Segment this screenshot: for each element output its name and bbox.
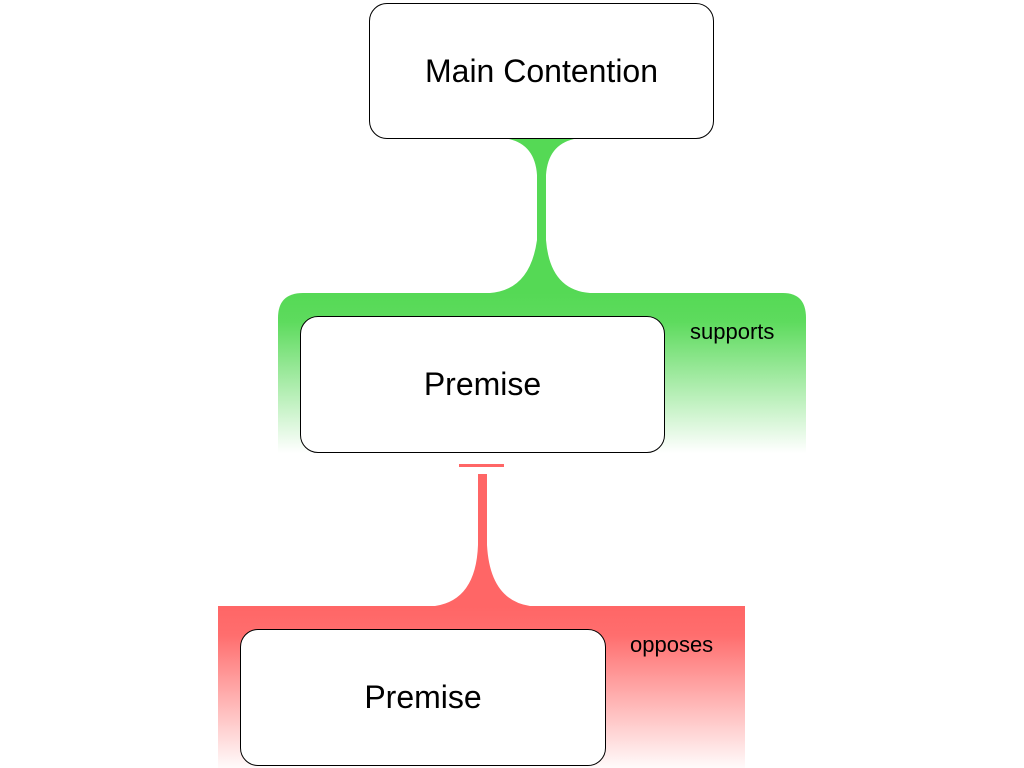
support-connector <box>490 139 590 293</box>
oppose-connector-cap <box>459 464 504 467</box>
opposes-label: opposes <box>630 632 714 657</box>
premise-2-text: Premise <box>364 679 482 715</box>
premise-box-1[interactable]: Premise <box>300 316 665 453</box>
premise-box-2[interactable]: Premise <box>240 629 606 766</box>
premise-1-text: Premise <box>423 366 542 402</box>
oppose-connector <box>435 474 530 606</box>
supports-label: supports <box>690 319 775 344</box>
main-contention-text: Main Contention <box>424 52 659 89</box>
main-contention-box[interactable]: Main Contention <box>369 3 714 139</box>
